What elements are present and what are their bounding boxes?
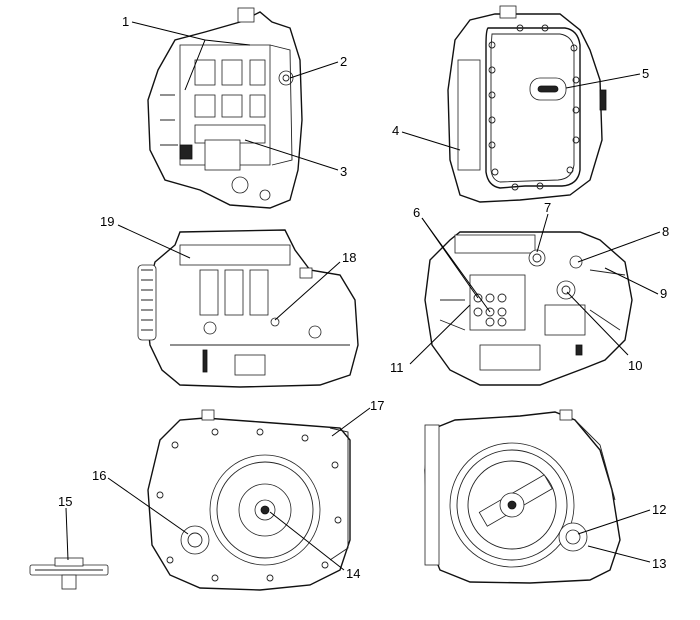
callout-7: 7: [544, 200, 551, 215]
leader-17: [331, 407, 371, 437]
leader-9: [604, 267, 659, 295]
callout-9: 9: [660, 286, 667, 301]
leader-18: [274, 261, 341, 321]
callout-4: 4: [392, 123, 399, 138]
leader-7: [536, 213, 549, 253]
callout-2: 2: [340, 54, 347, 69]
view-valve-body-side: [147, 7, 303, 209]
view-control-side: [424, 231, 633, 386]
leader-1b: [184, 39, 251, 91]
callout-5: 5: [642, 66, 649, 81]
callout-10: 10: [628, 358, 642, 373]
view-case-side: [137, 229, 359, 388]
callout-8: 8: [662, 224, 669, 239]
callout-17: 17: [370, 398, 384, 413]
leader-16: [107, 477, 189, 535]
leader-11: [409, 304, 471, 365]
view-converter-housing: [147, 409, 351, 591]
leader-5: [565, 73, 641, 89]
leader-12: [577, 509, 651, 535]
callout-6: 6: [413, 205, 420, 220]
leader-1: [131, 21, 206, 41]
callout-14: 14: [346, 566, 360, 581]
leader-8: [577, 231, 661, 263]
view-part-15-cover: [29, 557, 109, 590]
view-oil-pan-side: [447, 5, 607, 203]
callout-16: 16: [92, 468, 106, 483]
callout-19: 19: [100, 214, 114, 229]
leader-6b: [421, 217, 491, 313]
leader-15: [65, 507, 69, 561]
leader-14: [269, 511, 345, 571]
callout-13: 13: [652, 556, 666, 571]
callout-numbers: 1 2 3 4 5 6 7 8 9 10 11 12 13 14 15 16 1…: [58, 14, 669, 581]
leader-4: [401, 131, 461, 151]
leader-3: [244, 139, 339, 171]
leader-10: [566, 291, 629, 356]
callout-1: 1: [122, 14, 129, 29]
callout-18: 18: [342, 250, 356, 265]
callout-15: 15: [58, 494, 72, 509]
callout-3: 3: [340, 164, 347, 179]
leader-2: [289, 61, 339, 79]
view-torque-converter-side: [424, 409, 621, 584]
leader-13: [587, 545, 651, 563]
leader-lines: [65, 21, 661, 571]
callout-12: 12: [652, 502, 666, 517]
callout-11: 11: [390, 360, 404, 375]
leader-19: [117, 224, 191, 259]
